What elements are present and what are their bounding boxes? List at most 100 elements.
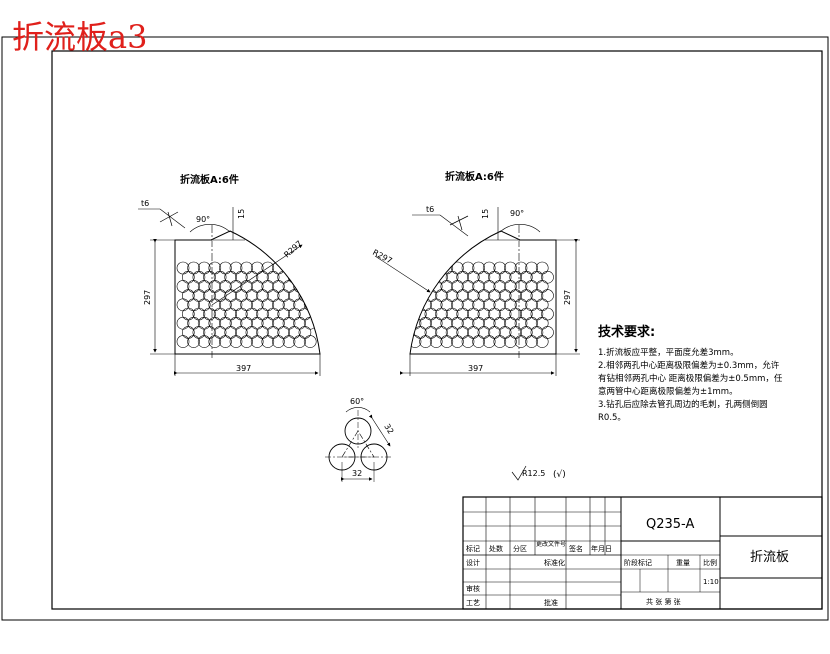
tube-hole: [525, 335, 538, 348]
angle-label-left: 90°: [196, 215, 210, 224]
tube-hole: [287, 307, 301, 321]
tube-hole: [530, 326, 544, 339]
tube-hole: [445, 326, 459, 339]
tb-label-stage-mark: 阶段标记: [624, 558, 652, 567]
tube-hole: [282, 280, 296, 293]
tube-hole: [293, 280, 306, 293]
thickness-leader2-right: [439, 214, 469, 237]
tube-hole: [419, 261, 432, 275]
tube-hole: [272, 280, 285, 293]
tube-hole: [250, 335, 264, 348]
tube-hole: [466, 289, 480, 302]
tube-hole: [410, 335, 422, 348]
tube-hole: [229, 316, 243, 330]
hole-pattern-detail: 60° 32 32: [325, 397, 395, 482]
tube-hole: [535, 298, 549, 312]
radius-label-right: R297: [371, 248, 394, 266]
tube-hole: [461, 280, 475, 293]
tube-hole: [410, 298, 422, 312]
tube-hole: [229, 261, 243, 275]
tube-hole: [493, 261, 507, 275]
offset-label-left: 15: [237, 209, 246, 219]
tube-hole: [235, 289, 248, 302]
tube-hole: [187, 298, 200, 312]
tube-hole: [224, 270, 237, 284]
tube-hole: [208, 280, 222, 293]
tb-label-design: 设计: [466, 558, 480, 567]
tb-label-signature: 签名: [569, 544, 583, 553]
tube-hole: [208, 261, 222, 275]
tube-hole: [525, 280, 538, 293]
tube-hole: [277, 307, 291, 321]
tube-hole: [472, 298, 485, 312]
tube-hole: [224, 307, 237, 321]
tube-hole: [208, 335, 222, 348]
tb-label-approve: 批准: [544, 598, 558, 607]
tube-hole: [413, 326, 427, 339]
tube-hole: [419, 316, 432, 330]
tube-hole: [477, 270, 491, 284]
tube-hole: [509, 307, 523, 321]
tube-hole: [287, 326, 301, 339]
tube-hole: [261, 280, 275, 293]
tube-hole: [256, 270, 269, 284]
tube-hole: [451, 316, 464, 330]
tube-hole: [461, 335, 475, 348]
tube-hole: [509, 270, 523, 284]
tube-hole: [213, 270, 227, 284]
tube-hole: [256, 326, 269, 339]
tube-hole: [266, 307, 280, 321]
tube-hole: [525, 261, 538, 275]
tube-hole: [282, 335, 296, 348]
title-block: [462, 496, 823, 610]
tube-hole: [303, 335, 317, 348]
tube-hole: [197, 261, 211, 275]
tube-holes-left: [176, 261, 317, 348]
tube-hole: [250, 298, 264, 312]
tube-hole: [203, 307, 216, 321]
tech-line-3: 有钻相邻两孔中心 距离极限偏差为±0.5mm，任: [598, 373, 783, 384]
tube-hole: [235, 326, 248, 339]
tube-hole: [197, 298, 211, 312]
tube-hole: [482, 280, 496, 293]
thickness-label-right: t6: [426, 205, 434, 214]
tube-hole: [197, 316, 211, 330]
tube-hole: [541, 326, 554, 339]
tube-hole: [514, 335, 528, 348]
tb-material: Q235-A: [646, 517, 694, 532]
tube-hole: [240, 316, 253, 330]
surface-finish-label: R12.5: [522, 469, 545, 478]
tube-hole: [213, 307, 227, 321]
tube-hole: [519, 307, 533, 321]
tech-line-1: 1.折流板应平整，平面度允差3mm。: [598, 347, 739, 358]
tb-part-name: 折流板: [750, 550, 789, 565]
surface-finish-icon: [511, 465, 527, 481]
tube-hole: [498, 326, 512, 339]
tube-hole: [176, 335, 190, 348]
radius-leader-left: [211, 244, 303, 306]
tube-hole: [192, 326, 206, 339]
tube-hole: [445, 289, 459, 302]
tube-hole: [535, 316, 549, 330]
tube-hole: [514, 316, 528, 330]
tube-hole: [530, 270, 544, 284]
tube-hole: [435, 326, 448, 339]
tb-label-process: 工艺: [466, 599, 480, 607]
tube-hole: [213, 326, 227, 339]
tube-hole: [519, 270, 533, 284]
tube-hole: [419, 335, 432, 348]
tube-hole: [245, 307, 259, 321]
tube-hole: [282, 298, 296, 312]
tube-hole: [303, 261, 317, 275]
tube-hole: [472, 261, 485, 275]
tube-hole: [261, 335, 275, 348]
tube-hole: [272, 298, 285, 312]
angle-label-right: 90°: [510, 209, 524, 218]
tube-hole: [240, 298, 253, 312]
tube-hole: [176, 280, 190, 293]
tube-hole: [250, 280, 264, 293]
tube-hole: [504, 335, 517, 348]
angle-arc-right: [499, 224, 541, 233]
tube-hole: [509, 289, 523, 302]
